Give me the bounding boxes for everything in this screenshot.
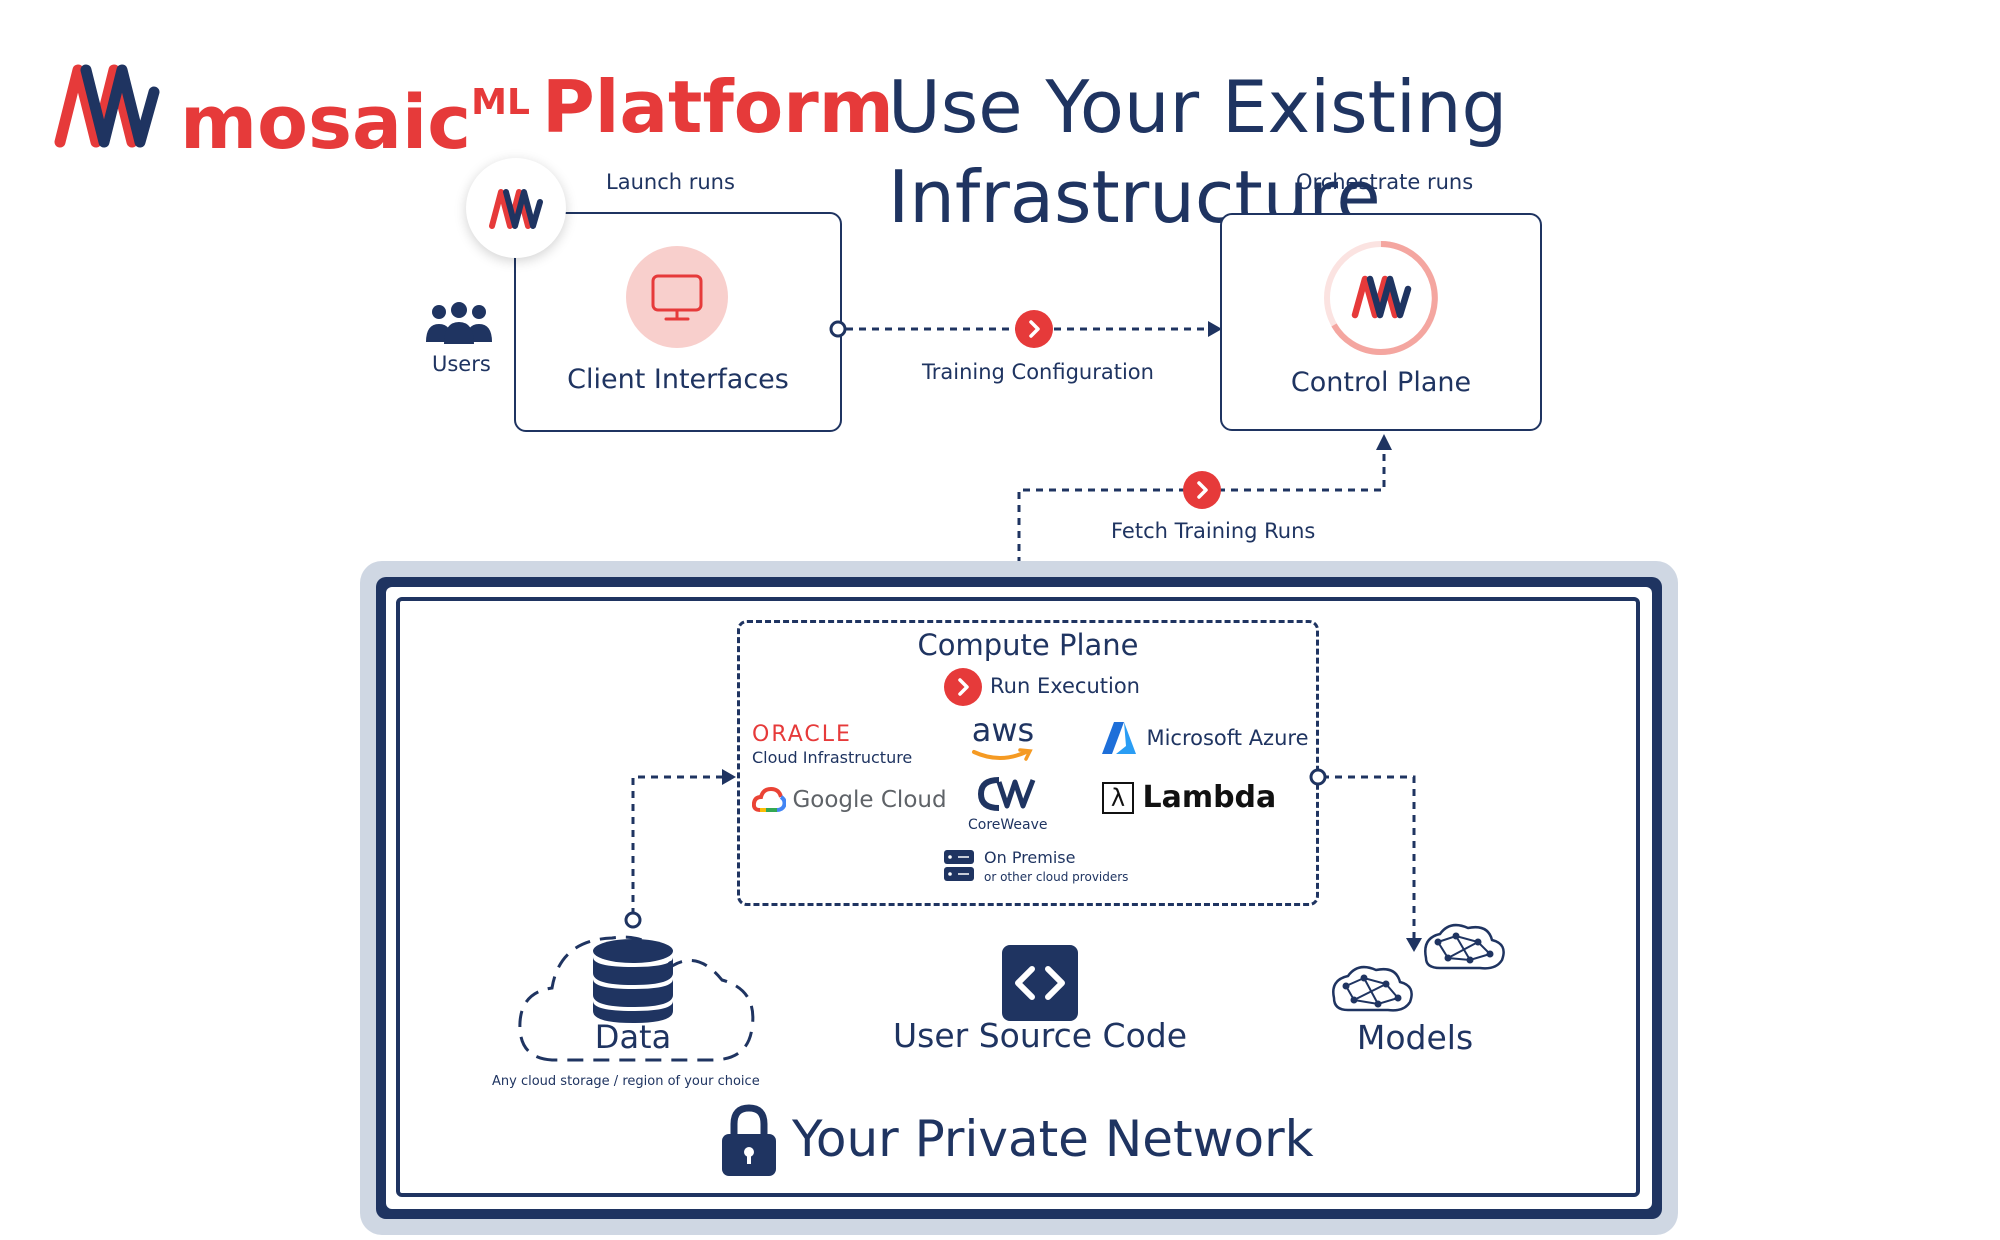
- coreweave-icon: [977, 777, 1036, 811]
- training-config-label: Training Configuration: [922, 360, 1154, 384]
- fetch-training-runs-label: Fetch Training Runs: [1111, 519, 1316, 543]
- data-sublabel: Any cloud storage / region of your choic…: [492, 1074, 760, 1089]
- lambda-icon: λ: [1102, 781, 1134, 814]
- client-interfaces-box: Client Interfaces: [514, 212, 842, 432]
- brand-name: mosaicML: [180, 58, 530, 168]
- brand-sup: ML: [471, 82, 530, 123]
- models-label: Models: [1356, 1018, 1474, 1057]
- compute-plane-box: [737, 620, 1319, 906]
- oracle-wordmark: ORACLE: [752, 722, 852, 747]
- mosaicml-logo-icon: [54, 64, 160, 148]
- compute-port: [1309, 768, 1327, 786]
- database-icon: [593, 939, 673, 1023]
- lambda-logo: λ Lambda: [1102, 780, 1276, 815]
- training-config-chevron-icon: [1015, 310, 1053, 348]
- compute-plane-title: Compute Plane: [917, 628, 1139, 662]
- data-label: Data: [594, 1018, 672, 1056]
- users-label: Users: [432, 352, 491, 376]
- coreweave-logo: CoreWeave: [968, 776, 1048, 833]
- google-cloud-icon: [751, 786, 787, 812]
- lock-icon: [722, 1104, 776, 1176]
- run-execution-chevron-icon: [944, 668, 982, 706]
- user-source-code-label: User Source Code: [892, 1016, 1188, 1055]
- oracle-logo: ORACLE Cloud Infrastructure: [752, 722, 912, 767]
- on-premise-sub: or other cloud providers: [984, 870, 1129, 884]
- data-port: [624, 911, 642, 929]
- private-network-frame: [360, 561, 1678, 1235]
- monitor-icon: [626, 246, 728, 348]
- models-arrowhead: [1406, 938, 1422, 952]
- aws-logo: aws: [968, 712, 1038, 769]
- data-to-compute-line: [631, 775, 722, 915]
- control-plane-box: Control Plane: [1220, 213, 1542, 431]
- lambda-label: Lambda: [1142, 780, 1277, 815]
- models-icon: [1332, 923, 1505, 1012]
- google-cloud-logo: Google Cloud: [751, 786, 947, 814]
- control-plane-label: Control Plane: [1290, 367, 1472, 398]
- client-interfaces-label: Client Interfaces: [567, 364, 789, 395]
- fetch-line: [1017, 450, 1386, 577]
- training-config-arrowhead: [1208, 321, 1222, 337]
- azure-label: Microsoft Azure: [1146, 726, 1309, 750]
- compute-to-models-line: [1322, 775, 1416, 938]
- mosaicml-badge: [466, 158, 566, 258]
- launch-runs-label: Launch runs: [606, 170, 735, 194]
- mosaicml-badge-logo-icon: [489, 189, 543, 229]
- private-network-label: Your Private Network: [792, 1110, 1314, 1168]
- google-cloud-label: Google Cloud: [792, 787, 947, 813]
- azure-logo: Microsoft Azure: [1100, 720, 1309, 756]
- aws-wordmark: aws: [971, 711, 1035, 749]
- server-icon: [944, 850, 974, 881]
- coreweave-label: CoreWeave: [968, 817, 1048, 833]
- users-icon: [426, 302, 492, 344]
- page-title: Use Your Existing Infrastructure: [888, 65, 1508, 239]
- oracle-sub: Cloud Infrastructure: [752, 748, 913, 767]
- fetch-arrowhead: [1376, 434, 1392, 450]
- client-port: [829, 320, 847, 338]
- code-icon: [1002, 945, 1078, 1021]
- run-execution-label: Run Execution: [990, 674, 1140, 698]
- on-premise-label: On Premise: [984, 848, 1076, 867]
- aws-smile-icon: [972, 748, 1033, 761]
- brand-text: mosaic: [180, 80, 472, 166]
- data-arrowhead: [722, 769, 736, 785]
- control-plane-logo-icon: [1324, 241, 1438, 355]
- orchestrate-runs-label: Orchestrate runs: [1296, 170, 1474, 194]
- platform-title: Platform: [542, 65, 894, 149]
- fetch-chevron-icon: [1183, 471, 1221, 509]
- azure-icon: [1102, 722, 1136, 754]
- data-cloud-icon: [518, 935, 755, 1062]
